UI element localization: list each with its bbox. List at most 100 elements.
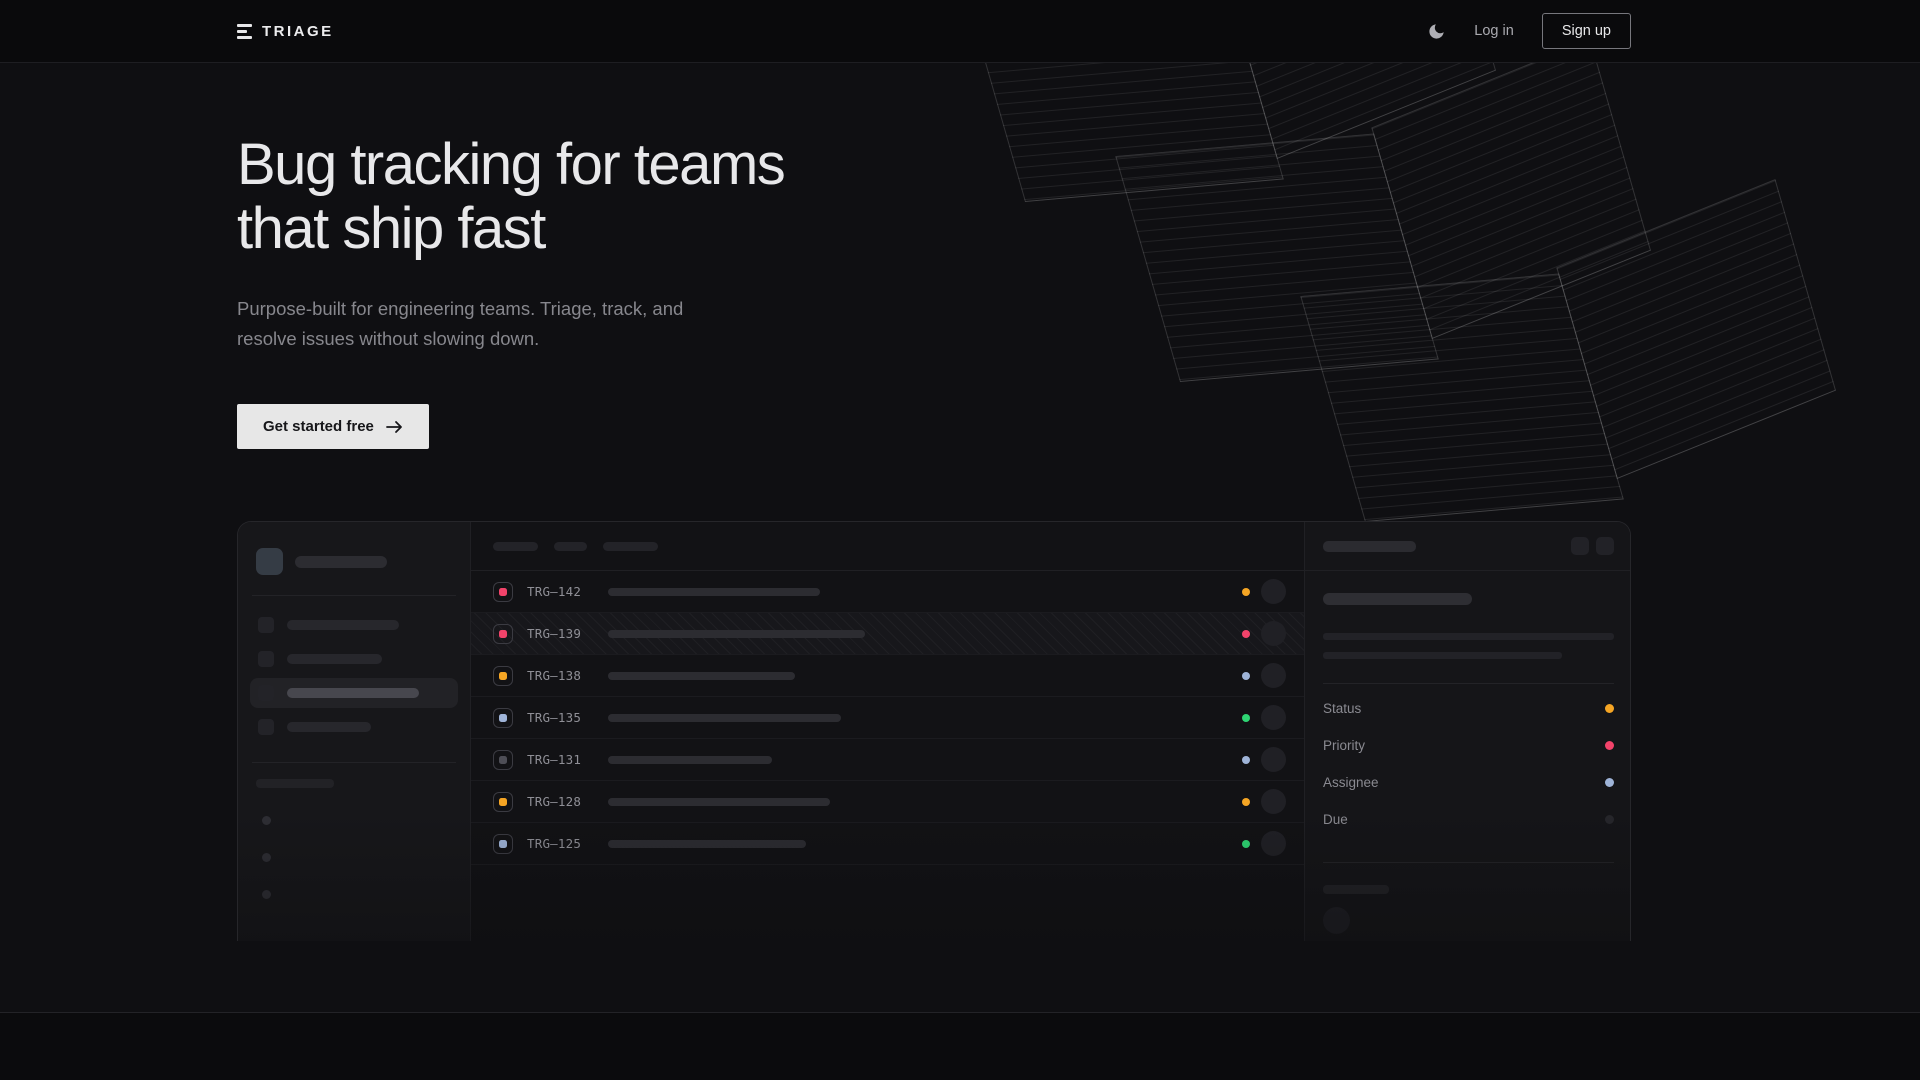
skeleton-section-label <box>256 779 334 788</box>
next-section-strip <box>0 1012 1920 1080</box>
property-value-dot <box>1605 741 1614 750</box>
skeleton-issue-title-bar <box>608 588 820 596</box>
skeleton-issue-title <box>1323 593 1472 605</box>
skeleton-issue-title-bar <box>608 714 841 722</box>
skeleton-issue-title-bar <box>608 630 865 638</box>
issue-status-dot <box>1242 714 1250 722</box>
issue-row: TRG–128 <box>471 781 1304 823</box>
mockup-issue-list: TRG–142 TRG–139 TRG–138 TRG–135 <box>470 522 1305 941</box>
signup-button[interactable]: Sign up <box>1542 13 1631 49</box>
panel-action-button <box>1596 537 1614 555</box>
arrow-right-icon <box>386 420 403 434</box>
issue-id: TRG–128 <box>527 794 599 809</box>
mockup-detail-header <box>1305 522 1631 571</box>
activity-avatar <box>1323 907 1350 934</box>
issue-type-icon <box>493 750 513 770</box>
property-value-dot <box>1605 704 1614 713</box>
issue-status-dot <box>1242 588 1250 596</box>
sidebar-nav-item <box>250 610 458 640</box>
issue-row: TRG–125 <box>471 823 1304 865</box>
skeleton-line <box>1323 652 1562 659</box>
skeleton-section-label <box>1323 885 1389 894</box>
issue-type-icon <box>493 624 513 644</box>
divider <box>1323 683 1614 684</box>
hero-section: Bug tracking for teams that ship fast Pu… <box>0 63 1920 1012</box>
divider <box>252 762 456 763</box>
skeleton-bar <box>287 688 419 698</box>
property-label: Priority <box>1323 738 1365 753</box>
skeleton-tab-pill <box>493 542 538 551</box>
nav-item-icon <box>258 651 274 667</box>
mockup-sidebar <box>238 522 470 941</box>
issue-assignee-avatar <box>1261 747 1286 772</box>
skeleton-tab-pill <box>554 542 587 551</box>
property-label: Assignee <box>1323 775 1379 790</box>
theme-toggle-button[interactable] <box>1427 22 1446 41</box>
issue-type-icon <box>493 666 513 686</box>
nav-item-icon <box>258 685 274 701</box>
sidebar-dot <box>262 816 271 825</box>
sidebar-dot <box>262 853 271 862</box>
moon-icon <box>1427 22 1446 41</box>
nav-item-icon <box>258 719 274 735</box>
login-link[interactable]: Log in <box>1474 23 1514 39</box>
property-label: Status <box>1323 701 1361 716</box>
issue-id: TRG–131 <box>527 752 599 767</box>
mockup-workspace-switcher <box>256 548 452 575</box>
property-row: Assignee <box>1323 764 1614 801</box>
sidebar-nav-item <box>250 644 458 674</box>
brand-logo[interactable]: TRIAGE <box>237 23 334 40</box>
property-row: Due <box>1323 801 1614 838</box>
issue-status-dot <box>1242 798 1250 806</box>
issue-id: TRG–139 <box>527 626 599 641</box>
skeleton-issue-title-bar <box>608 672 795 680</box>
panel-action-button <box>1571 537 1589 555</box>
hero-title: Bug tracking for teams that ship fast <box>237 133 1631 262</box>
issue-id: TRG–125 <box>527 836 599 851</box>
issue-type-icon <box>493 708 513 728</box>
issue-assignee-avatar <box>1261 705 1286 730</box>
property-row: Priority <box>1323 727 1614 764</box>
skeleton-issue-title-bar <box>608 798 830 806</box>
mockup-activity-avatars <box>1323 907 1614 941</box>
issue-row: TRG–139 <box>471 613 1304 655</box>
issue-status-dot <box>1242 672 1250 680</box>
mockup-detail-panel: Status Priority Assignee Due <box>1305 522 1631 941</box>
issue-assignee-avatar <box>1261 663 1286 688</box>
skeleton-bar <box>287 620 399 630</box>
skeleton-line <box>1323 633 1614 640</box>
issue-assignee-avatar <box>1261 621 1286 646</box>
skeleton-bar <box>1323 541 1416 552</box>
issue-id: TRG–138 <box>527 668 599 683</box>
sidebar-dot <box>262 890 271 899</box>
issue-assignee-avatar <box>1261 789 1286 814</box>
issue-row: TRG–131 <box>471 739 1304 781</box>
issue-id: TRG–135 <box>527 710 599 725</box>
triage-logo-icon <box>237 24 252 39</box>
mockup-sidebar-dots <box>256 816 452 899</box>
issue-row: TRG–135 <box>471 697 1304 739</box>
issue-assignee-avatar <box>1261 831 1286 856</box>
property-value-dot <box>1605 778 1614 787</box>
issue-type-icon <box>493 834 513 854</box>
issue-status-dot <box>1242 840 1250 848</box>
sidebar-nav-item <box>250 678 458 708</box>
skeleton-issue-title-bar <box>608 756 772 764</box>
mockup-properties: Status Priority Assignee Due <box>1323 690 1614 838</box>
divider <box>252 595 456 596</box>
mockup-sidebar-nav <box>256 610 452 742</box>
navbar: TRIAGE Log in Sign up <box>0 0 1920 63</box>
issue-assignee-avatar <box>1261 579 1286 604</box>
issue-type-icon <box>493 792 513 812</box>
app-mockup: TRG–142 TRG–139 TRG–138 TRG–135 <box>237 521 1631 941</box>
issue-type-icon <box>493 582 513 602</box>
issue-status-dot <box>1242 756 1250 764</box>
workspace-avatar <box>256 548 283 575</box>
skeleton-bar <box>287 654 382 664</box>
skeleton-bar <box>295 556 387 568</box>
issue-row: TRG–142 <box>471 571 1304 613</box>
issue-row: TRG–138 <box>471 655 1304 697</box>
divider <box>1323 862 1614 863</box>
get-started-button[interactable]: Get started free <box>237 404 429 449</box>
skeleton-issue-title-bar <box>608 840 806 848</box>
